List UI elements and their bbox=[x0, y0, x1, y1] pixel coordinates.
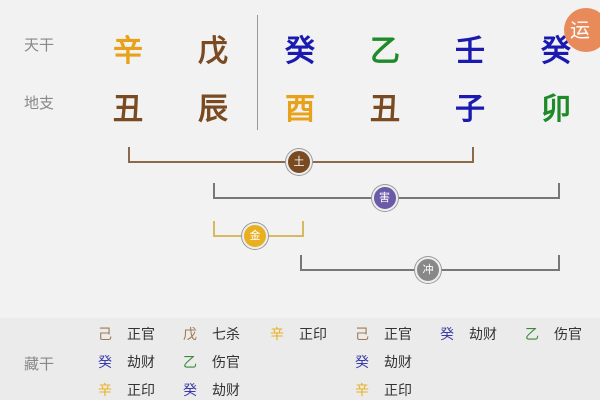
canggan-stem: 癸 bbox=[183, 383, 197, 399]
relation-badge[interactable]: 土 bbox=[286, 149, 312, 175]
canggan-stem: 癸 bbox=[440, 327, 454, 343]
canggan-stem: 癸 bbox=[355, 355, 369, 371]
dizhi-char[interactable]: 子 bbox=[455, 92, 485, 127]
divider bbox=[257, 15, 258, 130]
relation-badge[interactable]: 害 bbox=[371, 185, 398, 211]
canggan-stem: 乙 bbox=[183, 355, 197, 371]
dizhi-char[interactable]: 丑 bbox=[113, 92, 143, 127]
canggan-shishen: 正印 bbox=[299, 327, 327, 343]
dizhi-char[interactable]: 卯 bbox=[541, 92, 571, 127]
relation-badge[interactable]: 冲 bbox=[415, 257, 441, 283]
canggan-shishen: 七杀 bbox=[212, 327, 240, 343]
canggan-stem: 辛 bbox=[355, 383, 369, 399]
canggan-shishen: 劫财 bbox=[384, 355, 412, 371]
dizhi-char[interactable]: 丑 bbox=[370, 92, 400, 127]
yun-button[interactable]: 运 bbox=[564, 8, 600, 52]
tiangan-char[interactable]: 乙 bbox=[370, 34, 400, 69]
tiangan-char[interactable]: 辛 bbox=[113, 34, 143, 69]
canggan-shishen: 正官 bbox=[127, 327, 155, 343]
canggan-stem: 己 bbox=[355, 327, 369, 343]
canggan-shishen: 劫财 bbox=[212, 383, 240, 399]
canggan-stem: 戊 bbox=[183, 327, 197, 343]
canggan-stem: 癸 bbox=[98, 355, 112, 371]
canggan-stem: 乙 bbox=[525, 327, 539, 343]
canggan-shishen: 正印 bbox=[384, 383, 412, 399]
canggan-stem: 辛 bbox=[98, 383, 112, 399]
dizhi-char[interactable]: 辰 bbox=[198, 92, 228, 127]
dizhi-label: 地支 bbox=[24, 94, 55, 112]
tiangan-char[interactable]: 癸 bbox=[285, 34, 315, 69]
relation-badge[interactable]: 金 bbox=[242, 223, 268, 249]
canggan-shishen: 伤官 bbox=[212, 355, 240, 371]
canggan-shishen: 正官 bbox=[384, 327, 412, 343]
canggan-label: 藏干 bbox=[24, 355, 55, 373]
canggan-shishen: 正印 bbox=[127, 383, 155, 399]
tiangan-char[interactable]: 壬 bbox=[455, 34, 485, 69]
canggan-stem: 己 bbox=[98, 327, 112, 343]
canggan-stem: 辛 bbox=[270, 327, 284, 343]
tiangan-label: 天干 bbox=[24, 36, 55, 54]
tiangan-char[interactable]: 戊 bbox=[198, 34, 228, 69]
canggan-shishen: 劫财 bbox=[127, 355, 155, 371]
canggan-panel: 藏干 己正官癸劫财辛正印戊七杀乙伤官癸劫财辛正印己正官癸劫财辛正印癸劫财乙伤官 bbox=[0, 318, 600, 400]
canggan-shishen: 劫财 bbox=[469, 327, 497, 343]
dizhi-char[interactable]: 酉 bbox=[285, 92, 315, 127]
canggan-shishen: 伤官 bbox=[554, 327, 582, 343]
